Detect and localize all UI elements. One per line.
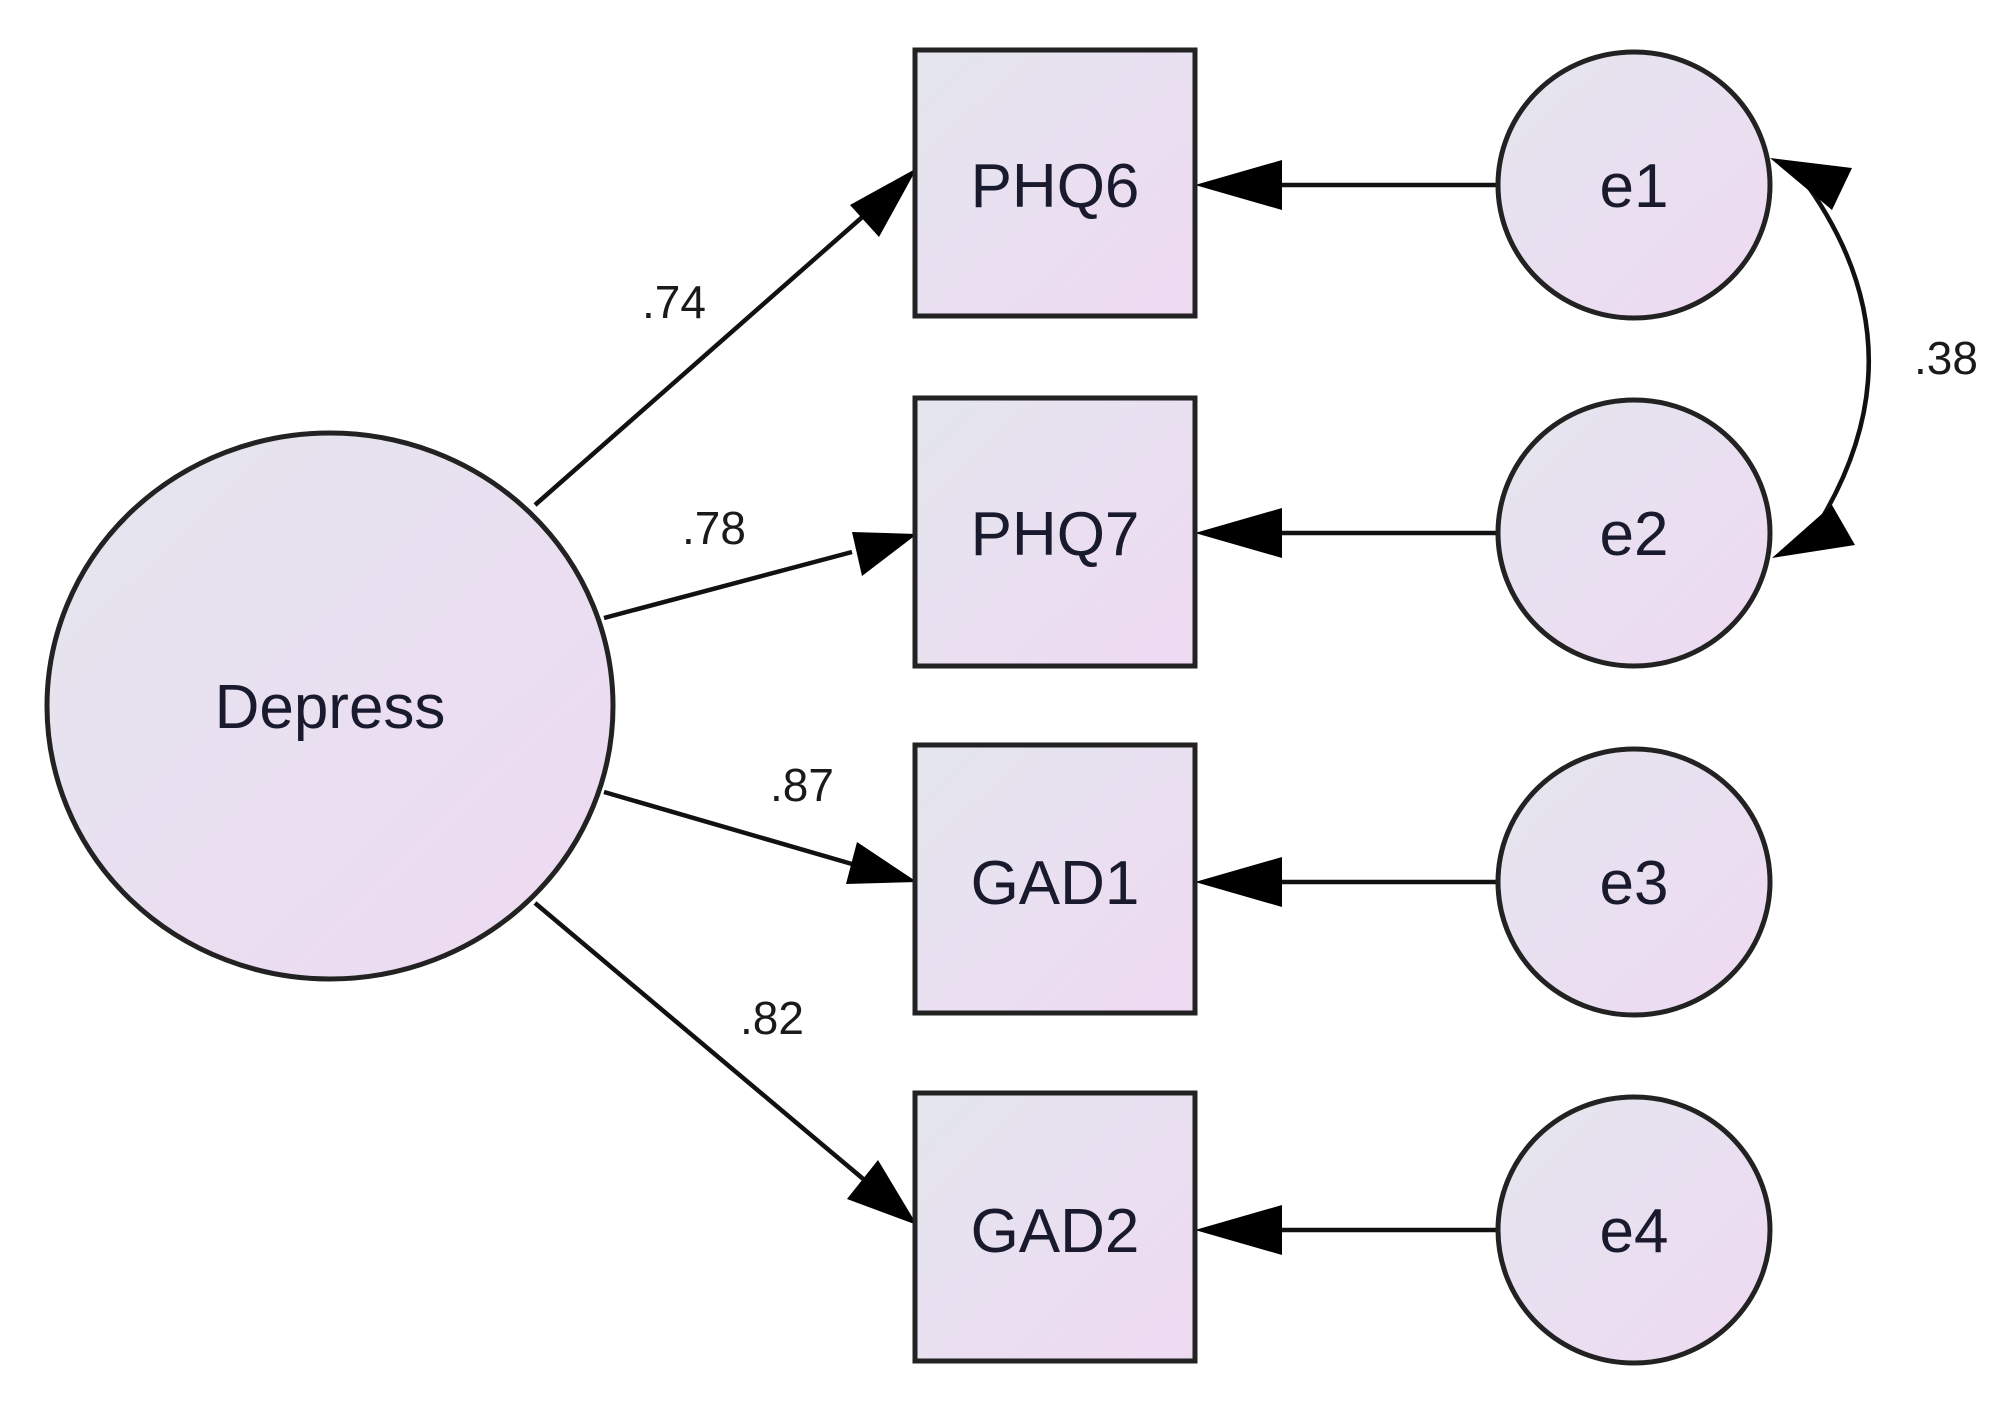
arrowhead-e3	[1195, 857, 1282, 907]
error-node-e1: e1	[1495, 49, 1773, 321]
loading-label-gad1: .87	[770, 759, 834, 811]
arrowhead-gad2	[847, 1160, 917, 1225]
path-depress-gad2	[533, 901, 870, 1185]
coefficient-labels: .74 .78 .87 .82 .38	[642, 276, 1978, 1044]
path-depress-gad1	[603, 789, 853, 867]
loading-label-gad2: .82	[740, 992, 804, 1044]
error-node-e4: e4	[1495, 1094, 1773, 1366]
indicator-box	[912, 742, 1198, 1016]
loading-label-phq6: .74	[642, 276, 706, 328]
error-paths	[1195, 160, 1498, 1255]
latent-node-depress: Depress	[44, 430, 616, 982]
path-depress-phq6	[533, 210, 870, 507]
indicator-box	[912, 1090, 1198, 1364]
arrowhead-phq7	[852, 532, 917, 576]
covariance-arrowhead-top	[1770, 158, 1852, 210]
arrowhead-phq6	[850, 168, 917, 237]
indicator-box	[912, 47, 1198, 319]
error-node-e3: e3	[1495, 746, 1773, 1018]
covariance-curve	[1798, 173, 1871, 547]
indicator-node-gad2: GAD2	[912, 1090, 1198, 1364]
indicator-node-phq7: PHQ7	[912, 395, 1198, 669]
indicator-label: PHQ7	[971, 500, 1140, 569]
error-circle	[1495, 1094, 1773, 1366]
covariance-label: .38	[1914, 332, 1978, 384]
arrowhead-e4	[1195, 1205, 1282, 1255]
error-label: e4	[1600, 1197, 1669, 1266]
error-circle	[1495, 397, 1773, 669]
indicator-label: GAD1	[971, 849, 1140, 918]
latent-label: Depress	[215, 673, 446, 742]
error-label: e1	[1600, 152, 1669, 221]
arrowhead-e2	[1195, 508, 1282, 558]
loading-paths	[533, 168, 917, 1225]
indicator-label: PHQ6	[971, 152, 1140, 221]
arrowhead-gad1	[846, 842, 917, 884]
loading-label-phq7: .78	[682, 502, 746, 554]
error-label: e3	[1600, 849, 1669, 918]
indicator-node-phq6: PHQ6	[912, 47, 1198, 319]
latent-circle	[44, 430, 616, 982]
error-node-e2: e2	[1495, 397, 1773, 669]
arrowhead-e1	[1195, 160, 1282, 210]
indicator-node-gad1: GAD1	[912, 742, 1198, 1016]
error-label: e2	[1600, 500, 1669, 569]
covariance-arrowhead-bottom	[1772, 505, 1855, 558]
covariance-e1-e2	[1770, 158, 1871, 558]
path-depress-phq7	[603, 549, 853, 621]
error-circle	[1495, 746, 1773, 1018]
indicator-label: GAD2	[971, 1197, 1140, 1266]
error-circle	[1495, 49, 1773, 321]
indicator-box	[912, 395, 1198, 669]
